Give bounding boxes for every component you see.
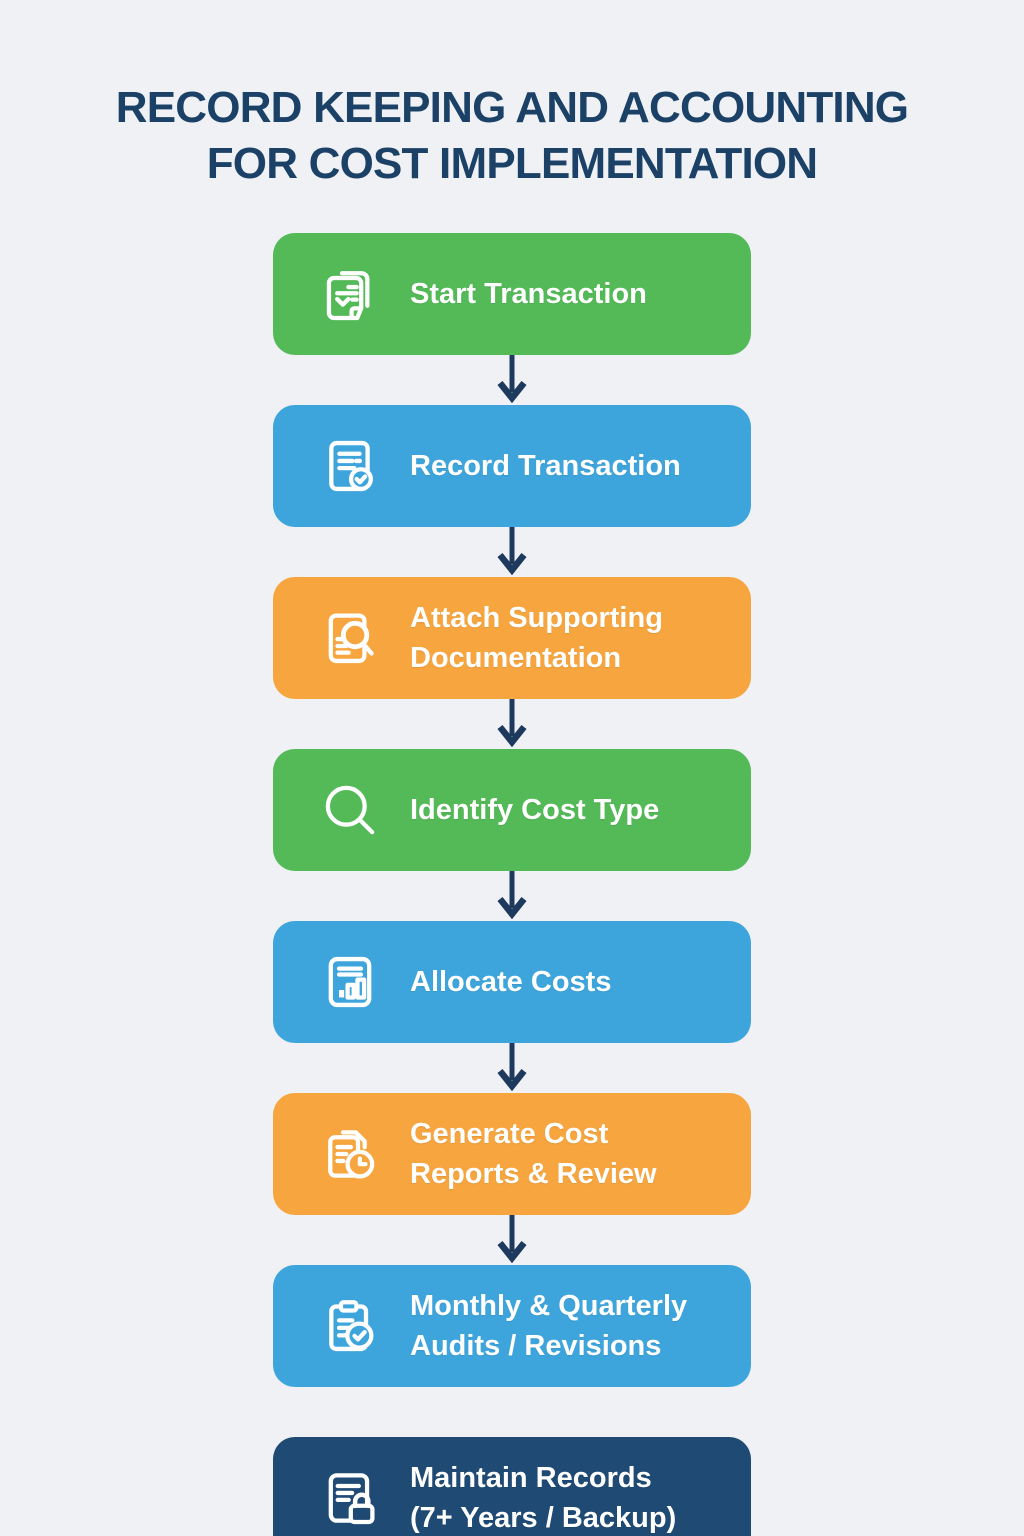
flow-arrow <box>273 871 751 921</box>
step-attach-supporting-documentation: Attach Supporting Documentation <box>273 577 751 699</box>
title-line-1: RECORD KEEPING AND ACCOUNTING <box>115 83 909 132</box>
step-label: Maintain Records (7+ Years / Backup) <box>410 1462 677 1534</box>
step-generate-cost-reports-review: Generate Cost Reports & Review <box>273 1093 751 1215</box>
title-line-2: FOR COST IMPLEMENTATION <box>206 139 818 188</box>
document-check-circle-icon <box>318 434 382 498</box>
step-monthly-quarterly-audits-revisions: Monthly & Quarterly Audits / Revisions <box>273 1265 751 1387</box>
flow-arrow <box>273 1043 751 1093</box>
step-maintain-records: Maintain Records (7+ Years / Backup) <box>273 1437 751 1536</box>
flow-arrow <box>273 527 751 577</box>
step-label: Record Transaction <box>410 450 681 482</box>
step-allocate-costs: Allocate Costs <box>273 921 751 1043</box>
document-clock-icon <box>318 1122 382 1186</box>
document-pages-check-icon <box>318 262 382 326</box>
flow-spacer <box>273 1387 751 1437</box>
step-label: Start Transaction <box>410 278 647 310</box>
flow-arrow <box>273 355 751 405</box>
step-label: Allocate Costs <box>410 966 612 998</box>
document-magnifier-icon <box>318 606 382 670</box>
step-identify-cost-type: Identify Cost Type <box>273 749 751 871</box>
flowchart: Start Transaction Record Transaction <box>273 233 751 1536</box>
document-lock-icon <box>318 1466 382 1530</box>
step-label: Monthly & Quarterly Audits / Revisions <box>410 1290 688 1362</box>
magnifier-icon <box>318 778 382 842</box>
page-title: RECORD KEEPING AND ACCOUNTING FOR COST I… <box>0 0 1024 192</box>
step-label: Generate Cost Reports & Review <box>410 1118 657 1190</box>
clipboard-check-icon <box>318 1294 382 1358</box>
flow-arrow <box>273 1215 751 1265</box>
flow-arrow <box>273 699 751 749</box>
report-bar-chart-icon <box>318 950 382 1014</box>
step-start-transaction: Start Transaction <box>273 233 751 355</box>
step-label: Attach Supporting Documentation <box>410 602 663 674</box>
step-label: Identify Cost Type <box>410 794 660 826</box>
step-record-transaction: Record Transaction <box>273 405 751 527</box>
